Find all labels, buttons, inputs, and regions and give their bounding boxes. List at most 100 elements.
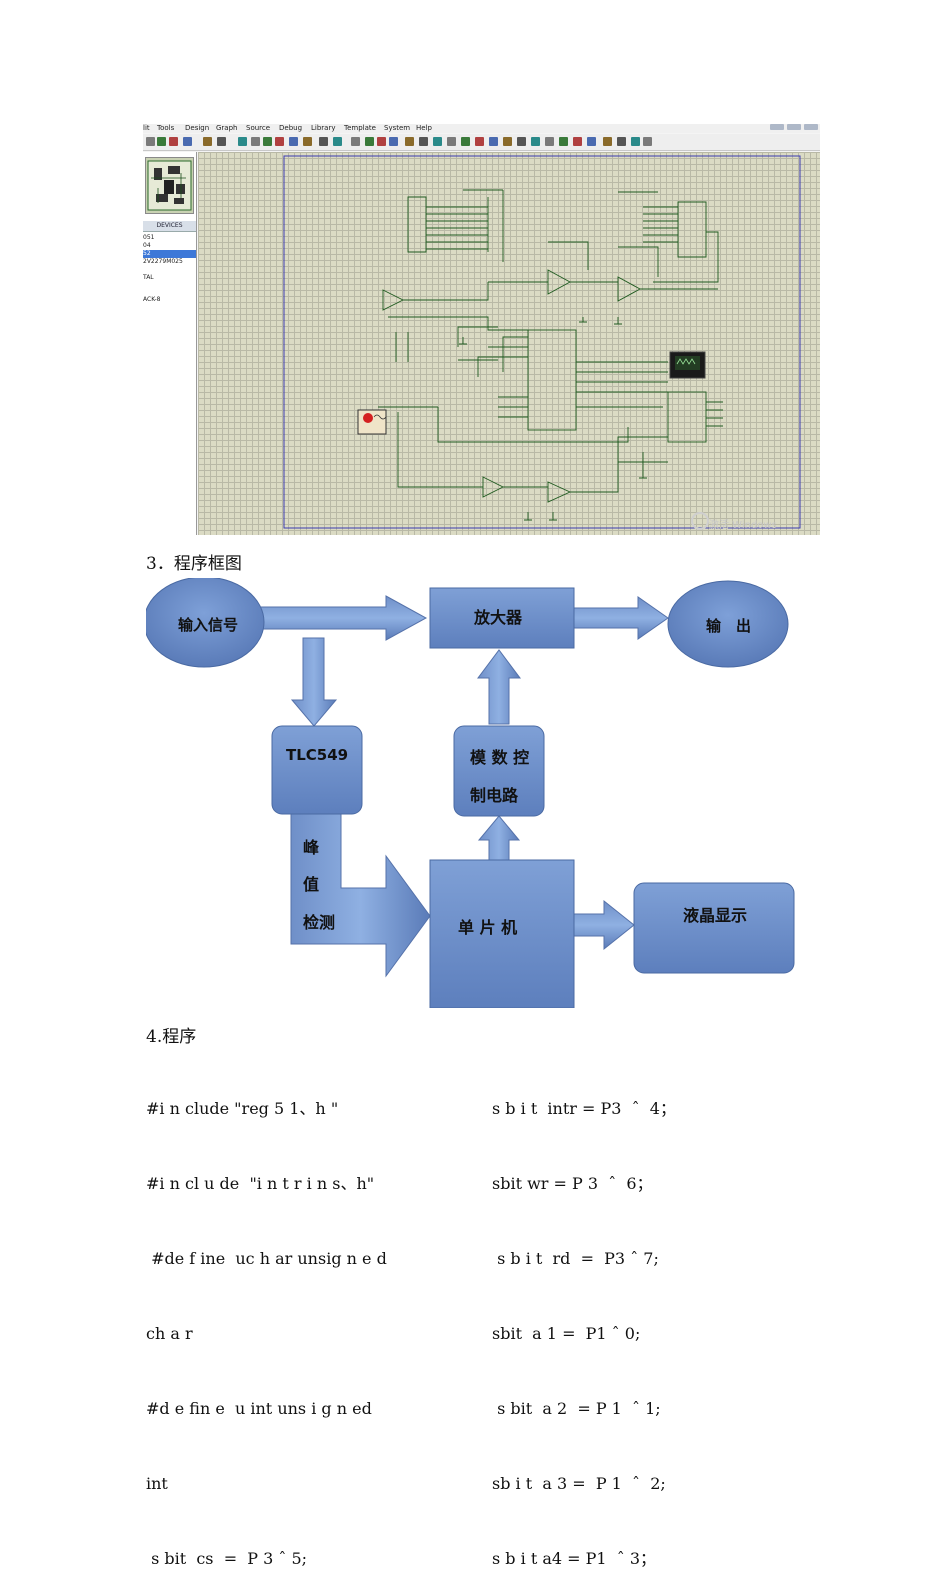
analog-ctrl-box: [453, 725, 545, 817]
window-controls[interactable]: [770, 124, 818, 130]
toolbar-button-icon[interactable]: [217, 137, 226, 146]
toolbar-button-icon[interactable]: [603, 137, 612, 146]
menu-item[interactable]: Debug: [279, 124, 303, 132]
arrow-input-to-amp: [255, 595, 428, 641]
overview-window[interactable]: [145, 157, 194, 214]
device-item[interactable]: [143, 282, 196, 290]
toolbar-button-icon[interactable]: [377, 137, 386, 146]
menu-item[interactable]: Library: [311, 124, 336, 132]
activation-watermark: 激活 Windows: [709, 520, 777, 531]
code-line: s b i t intr = P3 ˆ 4；: [492, 1099, 676, 1118]
code-line: sbit a 1 = P1 ˆ 0;: [492, 1324, 641, 1343]
arrow-input-to-adc: [290, 637, 338, 727]
toolbar-button-icon[interactable]: [203, 137, 212, 146]
code-line: #d e fin e u int uns i g n ed: [146, 1399, 372, 1418]
code-column-right: s b i t intr = P3 ˆ 4； sbit wr = P 3 ˆ 6…: [492, 1046, 676, 1596]
code-line: s b i t a4 = P1 ˆ 3；: [492, 1549, 657, 1568]
toolbar-button-icon[interactable]: [573, 137, 582, 146]
toolbar-button-icon[interactable]: [617, 137, 626, 146]
toolbar-button-icon[interactable]: [461, 137, 470, 146]
device-item-selected[interactable]: 52: [143, 250, 196, 258]
arrow-mcu-to-lcd: [573, 899, 635, 951]
mcu-box: [429, 859, 575, 1009]
code-line: sbit wr = P 3 ˆ 6；: [492, 1174, 653, 1193]
proteus-screenshot: lit Tools Design Graph Source Debug Libr…: [143, 124, 820, 535]
toolbar: [143, 134, 820, 151]
amplifier-box: [429, 587, 575, 649]
code-line: #de f ine uc h ar unsig n e d: [146, 1249, 387, 1268]
menu-item[interactable]: Tools: [157, 124, 175, 132]
code-line: s bit a 2 = P 1 ˆ 1;: [492, 1399, 661, 1418]
toolbar-button-icon[interactable]: [447, 137, 456, 146]
menu-item[interactable]: System: [384, 124, 411, 132]
toolbar-button-icon[interactable]: [251, 137, 260, 146]
schematic-canvas[interactable]: [198, 152, 820, 535]
toolbar-button-icon[interactable]: [419, 137, 428, 146]
toolbar-button-icon[interactable]: [157, 137, 166, 146]
toolbar-button-icon[interactable]: [289, 137, 298, 146]
toolbar-button-icon[interactable]: [517, 137, 526, 146]
toolbar-button-icon[interactable]: [405, 137, 414, 146]
menu-item[interactable]: Template: [344, 124, 376, 132]
section-4-title: 4.程序: [146, 1027, 197, 1047]
device-item[interactable]: TAL: [143, 274, 154, 281]
code-line: sb i t a 3 = P 1 ˆ 2;: [492, 1474, 666, 1493]
amplifier-label: 放大器: [474, 608, 523, 627]
device-item[interactable]: ACK-8: [143, 296, 161, 303]
menu-item[interactable]: lit: [143, 124, 150, 132]
menu-item[interactable]: Design: [185, 124, 210, 132]
toolbar-button-icon[interactable]: [263, 137, 272, 146]
arrow-mcu-to-ctrl: [477, 815, 521, 861]
menu-bar: lit Tools Design Graph Source Debug Libr…: [143, 124, 820, 133]
input-signal-label: 输入信号: [178, 616, 239, 634]
code-line: #i n cl u de "i n t r i n s、h": [146, 1174, 375, 1193]
windows-logo-icon: [691, 512, 709, 530]
toolbar-button-icon[interactable]: [475, 137, 484, 146]
toolbar-button-icon[interactable]: [433, 137, 442, 146]
toolbar-button-icon[interactable]: [169, 137, 178, 146]
device-item[interactable]: 2V2279M025: [143, 258, 183, 265]
output-label: 输 出: [706, 617, 752, 635]
toolbar-button-icon[interactable]: [146, 137, 155, 146]
code-line: int: [146, 1474, 168, 1493]
analog-ctrl-label-1: 模 数 控: [470, 748, 530, 767]
menu-item[interactable]: Help: [416, 124, 432, 132]
schematic-drawing: [283, 155, 801, 529]
flowchart-drawing: [143, 576, 795, 1009]
code-column-left: #i n clude "reg 5 1、h " #i n cl u de "i …: [146, 1046, 387, 1596]
section-3-title: 3．程序框图: [146, 554, 242, 574]
code-line: s bit cs = P 3 ˆ 5;: [146, 1549, 308, 1568]
device-panel: DEVICES 051 04 52 2V2279M025 TAL ACK-8: [143, 152, 197, 535]
device-item[interactable]: 04: [143, 242, 151, 249]
devices-header[interactable]: DEVICES: [143, 221, 196, 232]
mcu-label: 单 片 机: [458, 918, 518, 937]
menu-item[interactable]: Source: [246, 124, 271, 132]
toolbar-button-icon[interactable]: [275, 137, 284, 146]
toolbar-button-icon[interactable]: [333, 137, 342, 146]
toolbar-button-icon[interactable]: [545, 137, 554, 146]
peak-label-2: 值: [303, 875, 320, 894]
tlc549-box: [271, 725, 363, 815]
toolbar-button-icon[interactable]: [559, 137, 568, 146]
toolbar-button-icon[interactable]: [303, 137, 312, 146]
menu-item[interactable]: Graph: [216, 124, 238, 132]
toolbar-button-icon[interactable]: [238, 137, 247, 146]
toolbar-button-icon[interactable]: [319, 137, 328, 146]
code-line: #i n clude "reg 5 1、h ": [146, 1099, 339, 1118]
device-item[interactable]: 051: [143, 234, 155, 241]
toolbar-button-icon[interactable]: [503, 137, 512, 146]
arrow-peak-detect: [290, 813, 431, 978]
toolbar-button-icon[interactable]: [587, 137, 596, 146]
toolbar-button-icon[interactable]: [643, 137, 652, 146]
toolbar-button-icon[interactable]: [631, 137, 640, 146]
peak-label-3: 检测: [303, 913, 336, 932]
toolbar-button-icon[interactable]: [531, 137, 540, 146]
toolbar-button-icon[interactable]: [351, 137, 360, 146]
toolbar-button-icon[interactable]: [365, 137, 374, 146]
toolbar-button-icon[interactable]: [183, 137, 192, 146]
arrow-amp-to-output: [573, 596, 669, 640]
lcd-label: 液晶显示: [683, 906, 748, 925]
arrow-ctrl-to-amp: [477, 649, 521, 725]
toolbar-button-icon[interactable]: [489, 137, 498, 146]
toolbar-button-icon[interactable]: [389, 137, 398, 146]
